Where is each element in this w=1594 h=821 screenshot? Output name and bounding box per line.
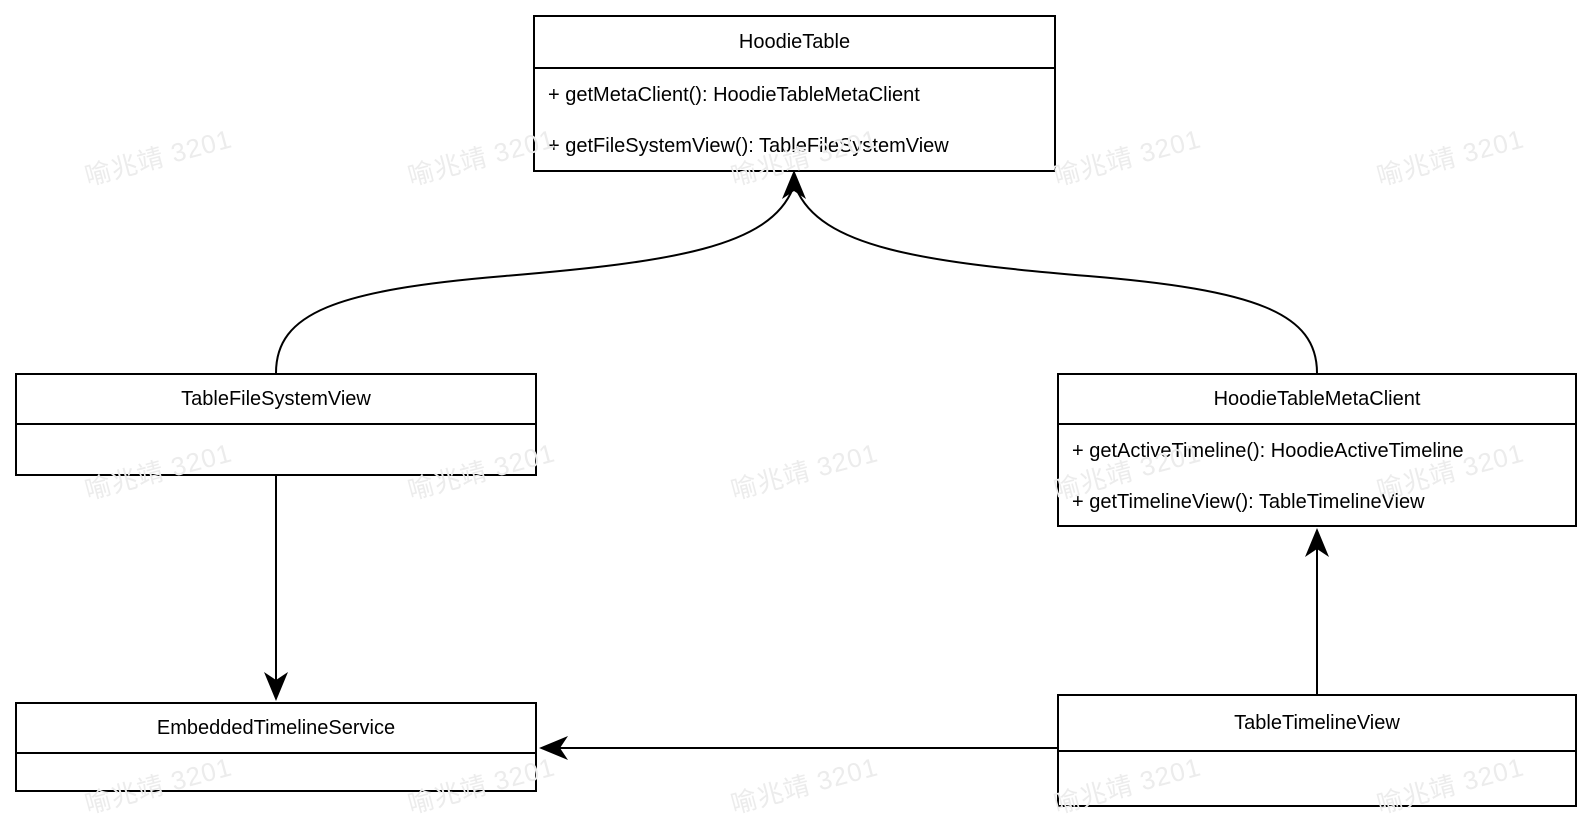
watermark-text: 喻兆靖 3201: [727, 437, 882, 506]
class-body: [17, 425, 535, 426]
class-title: EmbeddedTimelineService: [17, 704, 535, 754]
watermark-text: 喻兆靖 3201: [727, 751, 882, 820]
edge-tabletimelineview-to-hoodietablemetaclient: [1305, 528, 1329, 694]
watermark-text: 喻兆靖 3201: [1373, 123, 1528, 192]
class-box-hoodietablemetaclient: HoodieTableMetaClient + getActiveTimelin…: [1057, 373, 1577, 527]
edge-hoodietablemetaclient-to-hoodietable: [782, 170, 1318, 374]
arrowhead-down-icon: [264, 672, 288, 701]
class-title: HoodieTableMetaClient: [1059, 375, 1575, 425]
class-body: [17, 754, 535, 755]
class-method: + getFileSystemView(): TableFileSystemVi…: [548, 135, 949, 157]
class-body: + getActiveTimeline(): HoodieActiveTimel…: [1059, 425, 1575, 528]
watermark-text: 喻兆靖 3201: [1050, 123, 1205, 192]
class-method: + getMetaClient(): HoodieTableMetaClient: [548, 84, 920, 106]
edge-tabletimelineview-to-embeddedtimelineservice: [539, 736, 1057, 760]
class-title: TableFileSystemView: [17, 375, 535, 425]
class-box-hoodietable: HoodieTable + getMetaClient(): HoodieTab…: [533, 15, 1056, 172]
class-box-tablefilesystemview: TableFileSystemView: [15, 373, 537, 476]
class-title: HoodieTable: [535, 17, 1054, 69]
arrowhead-left-icon: [539, 736, 568, 760]
class-body: + getMetaClient(): HoodieTableMetaClient…: [535, 69, 1054, 172]
class-box-embeddedtimelineservice: EmbeddedTimelineService: [15, 702, 537, 792]
arrowhead-up-icon: [1305, 528, 1329, 557]
arrowhead-up-icon: [782, 170, 806, 199]
class-body: [1059, 752, 1575, 753]
class-box-tabletimelineview: TableTimelineView: [1057, 694, 1577, 807]
class-method: + getActiveTimeline(): HoodieActiveTimel…: [1072, 440, 1464, 462]
edge-tablefilesystemview-to-embeddedtimelineservice: [264, 476, 288, 701]
watermark-text: 喻兆靖 3201: [81, 123, 236, 192]
edge-tablefilesystemview-to-hoodietable: [275, 187, 794, 374]
class-title: TableTimelineView: [1059, 696, 1575, 752]
class-method: + getTimelineView(): TableTimelineView: [1072, 491, 1425, 513]
